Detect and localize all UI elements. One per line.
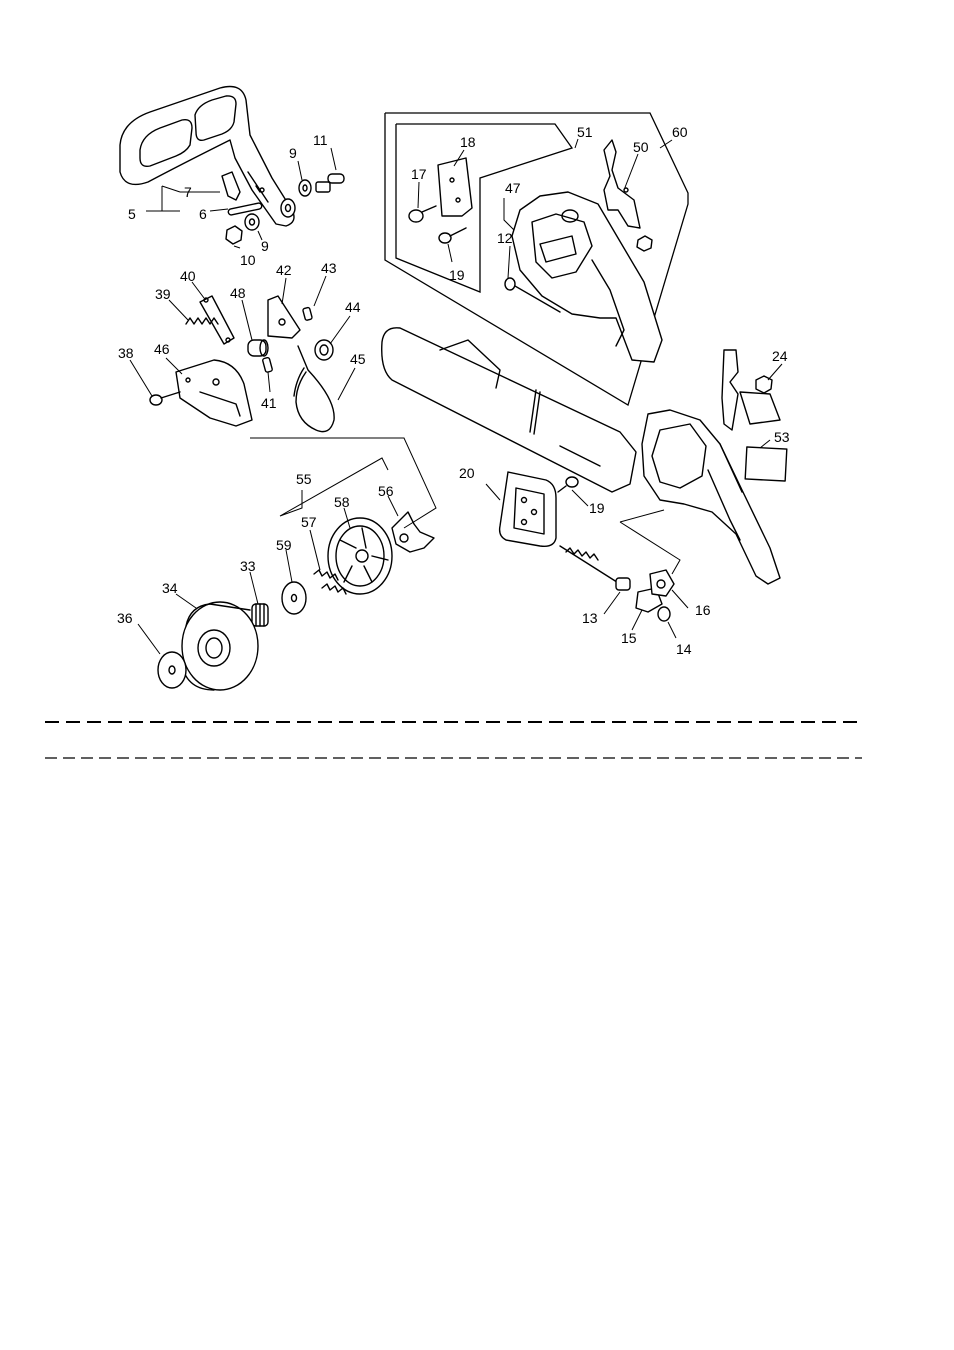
spring-11 [316, 182, 330, 192]
washer-9b [245, 214, 259, 230]
bolt-11 [328, 174, 344, 183]
callout-60: 60 [672, 124, 688, 140]
callout-14: 14 [676, 641, 692, 657]
cover-plate-46 [176, 360, 252, 426]
callout-20: 20 [459, 465, 475, 481]
callout-44: 44 [345, 299, 361, 315]
screw-19a [439, 228, 466, 243]
callout-19: 19 [449, 267, 465, 283]
callout-36: 36 [117, 610, 133, 626]
nut-10 [226, 226, 242, 244]
label-53 [745, 447, 787, 481]
bearing-33 [252, 604, 268, 626]
callout-48: 48 [230, 285, 246, 301]
brake-lever-7 [222, 172, 240, 200]
callout-15: 15 [621, 630, 637, 646]
callout-9: 9 [289, 145, 297, 161]
callout-42: 42 [276, 262, 292, 278]
callout-53: 53 [774, 429, 790, 445]
screw-38 [150, 392, 180, 405]
callout-24: 24 [772, 348, 788, 364]
lever-42 [268, 296, 300, 338]
pin-6 [228, 203, 263, 216]
tensioner-16 [650, 570, 674, 596]
washer-36 [158, 652, 186, 688]
callout-16: 16 [695, 602, 711, 618]
clutch-drum-58 [328, 518, 392, 594]
callout-19-lower: 19 [589, 500, 605, 516]
callout-43: 43 [321, 260, 337, 276]
sprocket-cover-47 [512, 192, 662, 362]
callout-39: 39 [155, 286, 171, 302]
callout-34: 34 [162, 580, 178, 596]
tension-screw [560, 546, 620, 584]
callout-10: 10 [240, 252, 256, 268]
callout-45: 45 [350, 351, 366, 367]
sprocket-drum-34 [182, 602, 258, 690]
callout-59: 59 [276, 537, 292, 553]
collar-9 [299, 180, 311, 196]
nut-13 [616, 578, 630, 590]
chain-brake-handle [120, 87, 294, 227]
callout-17: 17 [411, 166, 427, 182]
clutch-shoe-56 [392, 512, 434, 552]
washer-9a [281, 199, 295, 217]
pin-43 [303, 307, 313, 320]
callout-18: 18 [460, 134, 476, 150]
callout-56: 56 [378, 483, 394, 499]
callout-58: 58 [334, 494, 350, 510]
gear-14 [658, 607, 670, 621]
callout-55: 55 [296, 471, 312, 487]
callout-6: 6 [199, 206, 207, 222]
washer-59 [282, 582, 306, 614]
callout-40: 40 [180, 268, 196, 284]
screw-19b [558, 477, 578, 492]
callout-11: 11 [313, 132, 328, 148]
callout-57: 57 [301, 514, 317, 530]
callout-47: 47 [505, 180, 521, 196]
callout-50: 50 [633, 139, 649, 155]
pin-41 [262, 357, 272, 372]
callout-41: 41 [261, 395, 277, 411]
callout-9-lower: 9 [261, 238, 269, 254]
callout-33: 33 [240, 558, 256, 574]
callout-7: 7 [184, 184, 192, 200]
guide-bar [382, 328, 636, 492]
crankcase [642, 410, 780, 584]
callout-38: 38 [118, 345, 134, 361]
callout-12: 12 [497, 230, 513, 246]
callout-13: 13 [582, 610, 598, 626]
side-plate-20 [500, 472, 556, 546]
callout-51: 51 [577, 124, 593, 140]
callout-46: 46 [154, 341, 170, 357]
callout-5: 5 [128, 206, 136, 222]
plate-18 [438, 158, 472, 216]
bushing-48 [248, 340, 268, 356]
nut-small [637, 236, 652, 251]
screw-17 [409, 206, 436, 222]
